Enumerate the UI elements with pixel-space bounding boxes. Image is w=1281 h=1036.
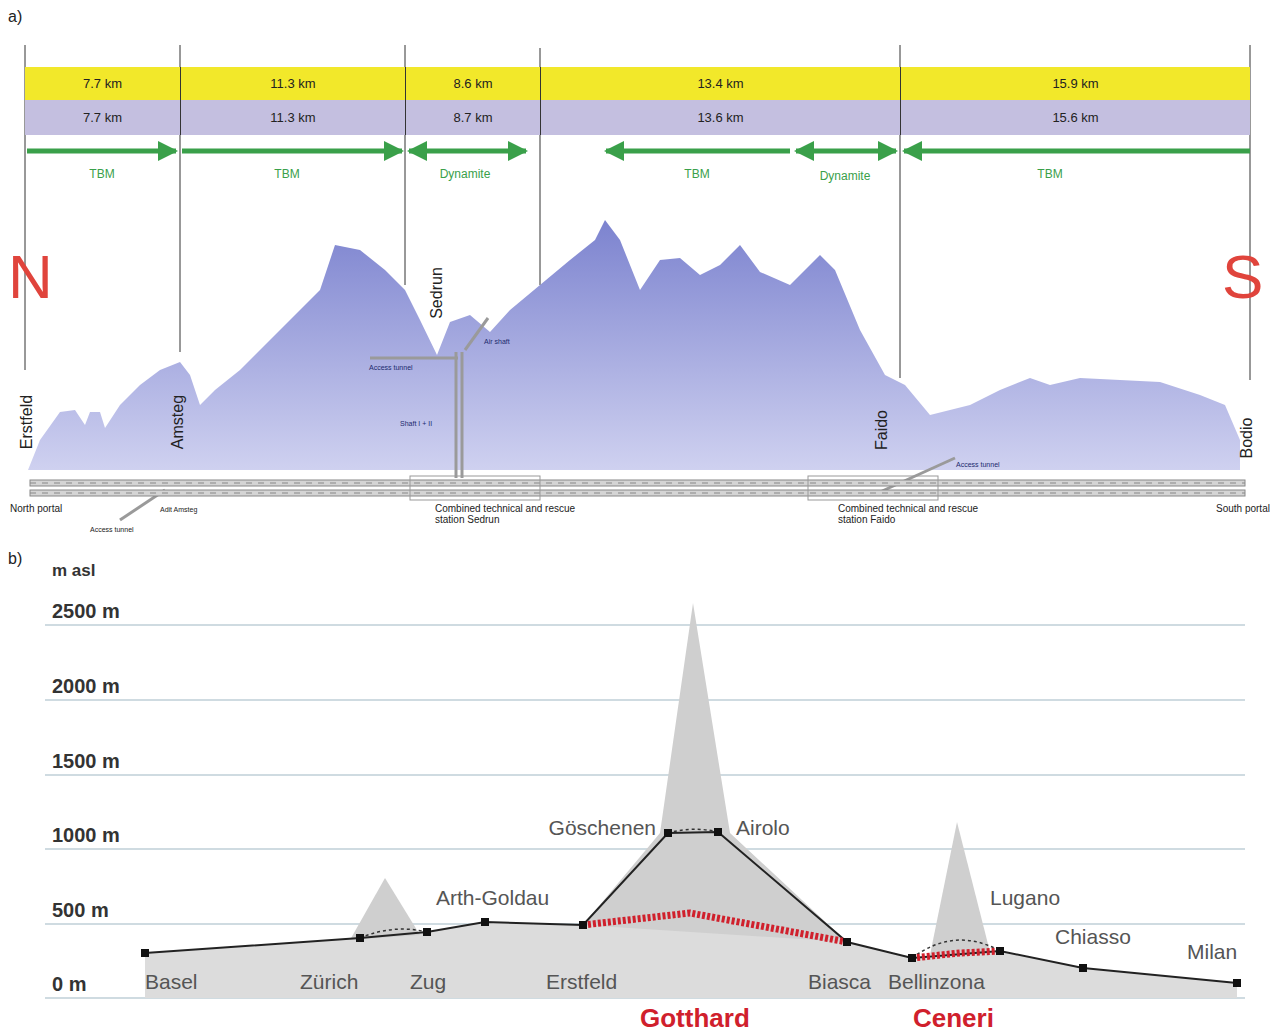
city-label: Lugano <box>990 886 1060 909</box>
tunnel-name: Gotthard <box>640 1004 750 1033</box>
axis-unit: m asl <box>52 562 95 581</box>
method-label: TBM <box>89 168 114 181</box>
length-cell: 15.9 km <box>900 67 1250 100</box>
city-label: Chiasso <box>1055 925 1131 948</box>
station-label: Combined technical and rescue station Fa… <box>838 503 983 525</box>
tunnel-name: Ceneri <box>913 1004 994 1033</box>
place-name: Erstfeld <box>18 395 36 449</box>
place-name: Faido <box>873 410 891 450</box>
station-label: Combined technical and rescue station Se… <box>435 503 585 525</box>
method-label: TBM <box>684 168 709 181</box>
tick-label: 2000 m <box>52 675 120 697</box>
length-cell: 15.6 km <box>900 100 1250 135</box>
length-text: 8.6 km <box>453 76 492 91</box>
tick-label: 2500 m <box>52 600 120 622</box>
city-label: Arth-Goldau <box>436 886 549 909</box>
length-text: 7.7 km <box>83 110 122 125</box>
method-label: Dynamite <box>440 168 491 181</box>
length-cell: 13.4 km <box>540 67 900 100</box>
length-bands <box>25 67 1250 135</box>
length-cell: 7.7 km <box>25 100 180 135</box>
city-label: Biasca <box>808 970 871 993</box>
city-label: Milan <box>1187 940 1237 963</box>
portal-label: South portal <box>1216 503 1270 514</box>
direction: N <box>8 243 53 311</box>
part-label: Shaft I + II <box>400 420 432 428</box>
place-name: Bodio <box>1238 418 1256 459</box>
part-label: Air shaft <box>484 338 510 346</box>
tick-label: 500 m <box>52 899 109 921</box>
length-cell: 13.6 km <box>540 100 900 135</box>
length-cell: 8.7 km <box>405 100 540 135</box>
drive-arrows <box>27 149 1250 154</box>
city-label: Zürich <box>300 970 358 993</box>
part-label: Access tunnel <box>90 526 134 534</box>
panel-letter: b) <box>8 550 22 568</box>
method-label: Dynamite <box>820 170 871 183</box>
city-label: Airolo <box>736 816 790 839</box>
tunnel-tubes <box>30 476 1245 500</box>
length-text: 13.4 km <box>697 76 743 91</box>
city-label: Basel <box>145 970 198 993</box>
length-text: 11.3 km <box>270 76 315 91</box>
length-cell: 7.7 km <box>25 67 180 100</box>
mountain-profile <box>28 220 1240 470</box>
part-label: Access tunnel <box>369 364 413 372</box>
tick-label: 0 m <box>52 973 86 995</box>
panel-letter: a) <box>8 8 22 26</box>
tick-label: 1000 m <box>52 824 120 846</box>
length-cell: 11.3 km <box>180 67 405 100</box>
city-label: Göschenen <box>549 816 656 839</box>
length-text: 15.6 km <box>1052 110 1098 125</box>
city-label: Bellinzona <box>888 970 985 993</box>
place-name: Amsteg <box>169 395 187 449</box>
length-text: 13.6 km <box>697 110 743 125</box>
method-label: TBM <box>274 168 299 181</box>
direction: S <box>1222 243 1263 311</box>
length-text: 7.7 km <box>83 76 122 91</box>
length-text: 8.7 km <box>453 110 492 125</box>
method-label: TBM <box>1037 168 1062 181</box>
part-label: Adit Amsteg <box>160 506 197 514</box>
length-cell: 8.6 km <box>405 67 540 100</box>
grid-lines <box>45 625 1245 998</box>
city-label: Zug <box>410 970 446 993</box>
place-name: Sedrun <box>428 267 446 319</box>
length-text: 15.9 km <box>1052 76 1098 91</box>
portal-label: North portal <box>10 503 62 514</box>
part-label: Access tunnel <box>956 461 1000 469</box>
terrain <box>145 603 1237 998</box>
route-line <box>141 828 1241 987</box>
city-label: Erstfeld <box>546 970 617 993</box>
length-cell: 11.3 km <box>180 100 405 135</box>
length-text: 11.3 km <box>270 110 315 125</box>
tick-label: 1500 m <box>52 750 120 772</box>
